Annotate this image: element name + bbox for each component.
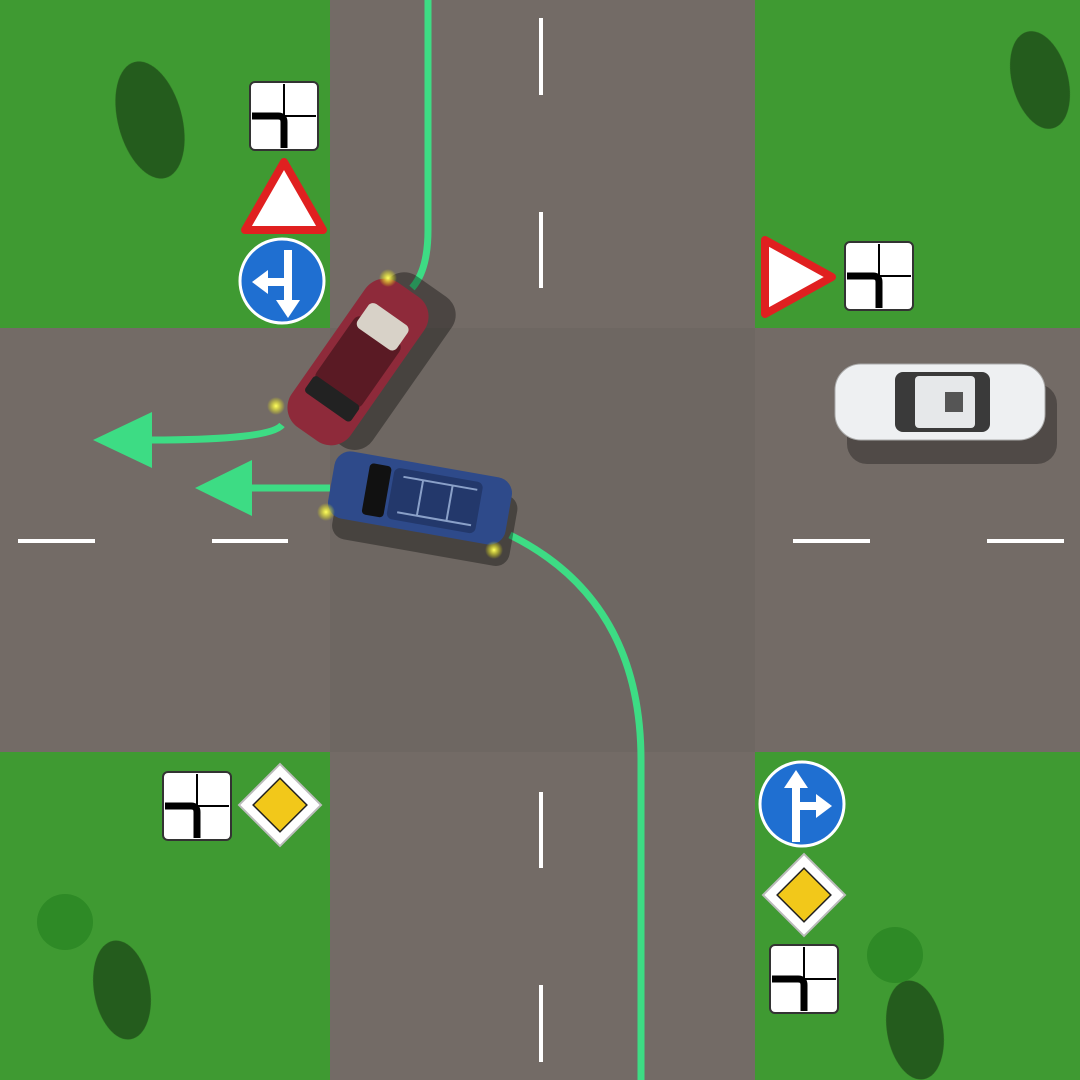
tree	[867, 927, 923, 983]
main-road-direction-plate-icon	[250, 82, 318, 150]
yield-sign-icon	[761, 236, 836, 318]
blue-car-path-arrow-icon	[195, 460, 252, 516]
straight-or-left-down-sign-icon	[238, 237, 326, 325]
turn-signal-lights	[267, 269, 503, 559]
tree-shadows	[93, 31, 1070, 1080]
junction	[330, 328, 755, 752]
red-car	[287, 272, 456, 450]
main-road-direction-plate-icon	[770, 945, 838, 1013]
lane-markings	[18, 18, 1064, 1062]
red-car-path-arrow-icon	[93, 412, 152, 468]
main-road-direction-plate-icon	[845, 242, 913, 310]
straight-or-right-sign-icon	[758, 760, 846, 848]
white-car	[834, 363, 1057, 464]
blue-car	[327, 451, 518, 566]
tree	[37, 894, 93, 950]
blue-car-path	[250, 484, 645, 1080]
main-road-direction-plate-icon	[163, 772, 231, 840]
yield-sign-icon	[241, 158, 327, 234]
red-car-path	[149, 0, 432, 444]
